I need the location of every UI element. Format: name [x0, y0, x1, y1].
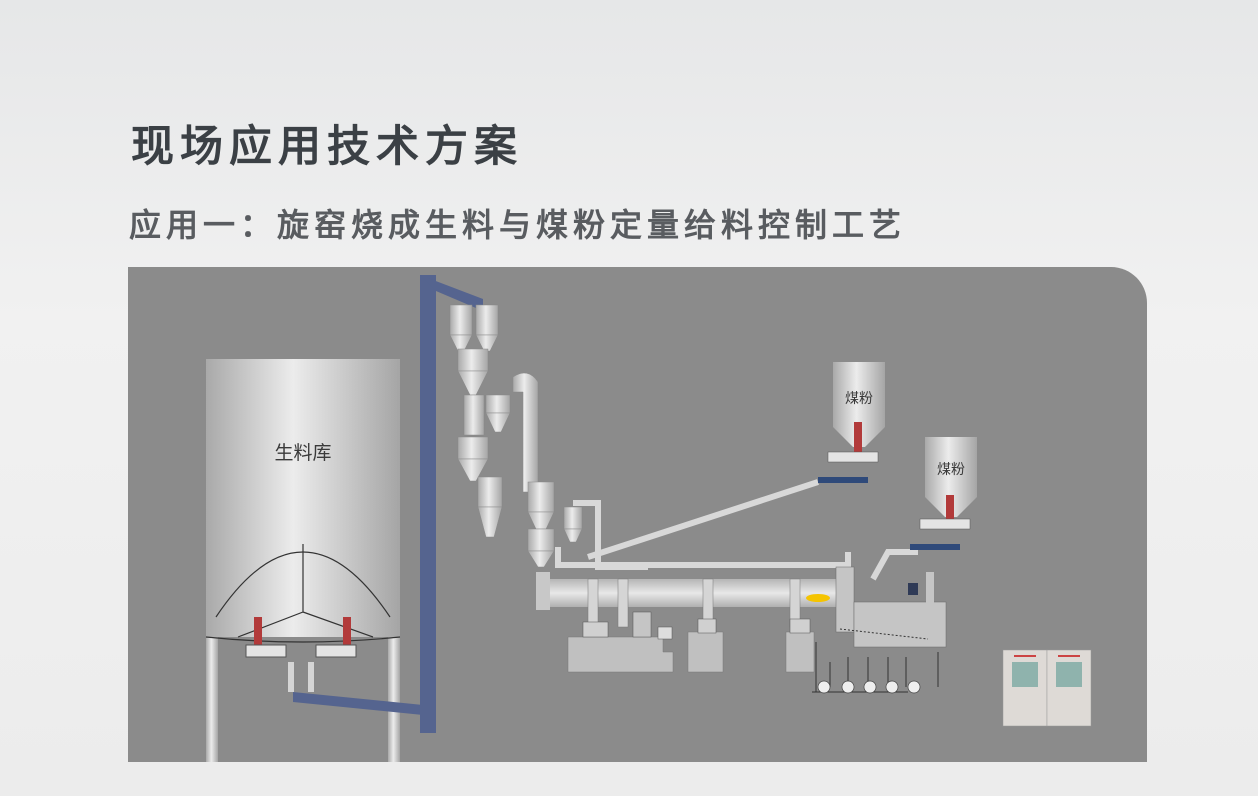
coal-powder-bin-2 — [910, 437, 977, 550]
coal-bin-2-label: 煤粉 — [937, 462, 965, 478]
air-ducts — [555, 479, 918, 581]
cyclone-preheater — [449, 304, 583, 568]
grate-cooler — [812, 566, 947, 694]
control-cabinets — [1002, 649, 1092, 727]
process-diagram-panel: 生料库 — [128, 267, 1147, 762]
silo-feeders — [245, 617, 357, 692]
raw-meal-silo — [205, 359, 401, 762]
process-diagram: 生料库 — [205, 275, 1092, 762]
page-subtitle: 应用一：旋窑烧成生料与煤粉定量给料控制工艺 — [129, 206, 907, 244]
coal-bin-1-label: 煤粉 — [845, 391, 873, 407]
coal-powder-bin-1 — [818, 362, 885, 483]
silo-label: 生料库 — [274, 442, 331, 464]
rotary-kiln — [536, 572, 848, 673]
page-title: 现场应用技术方案 — [131, 122, 523, 172]
bucket-elevator-conveyor — [293, 275, 483, 733]
